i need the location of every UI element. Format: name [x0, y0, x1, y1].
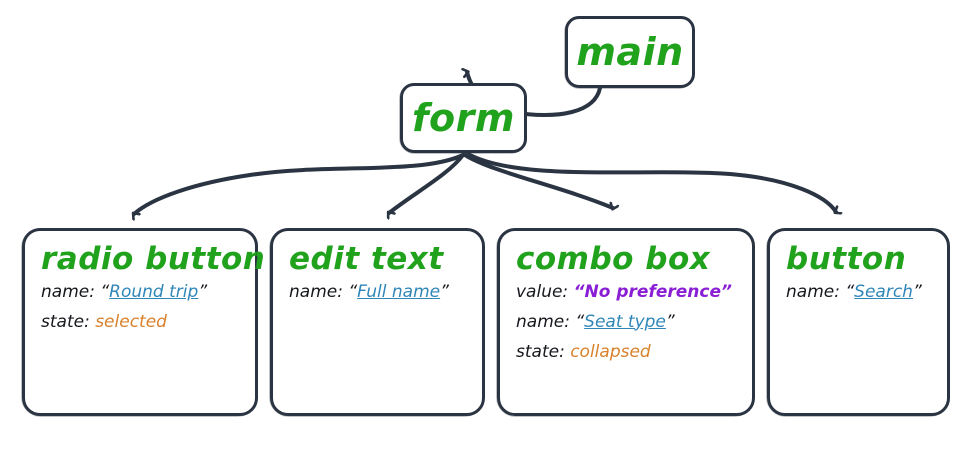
edge-form-to-button	[466, 152, 836, 212]
property-name: name: “Search”	[786, 281, 933, 302]
property-value: Round trip	[109, 281, 199, 302]
quote-close: ”	[440, 281, 449, 302]
quote-close: ”	[912, 281, 922, 302]
node-button[interactable]: button name: “Search”	[766, 228, 950, 417]
quote-open: “	[845, 281, 855, 302]
property-key: name:	[289, 281, 343, 302]
property-value-text: Seat type	[584, 311, 666, 332]
quote-close: ”	[721, 281, 732, 302]
property-state: state: collapsed	[516, 341, 738, 362]
property-key: name:	[516, 311, 570, 332]
property-value: selected	[95, 311, 167, 332]
node-combo-box[interactable]: combo box value: “No preference” name: “…	[496, 228, 755, 417]
node-radio-button[interactable]: radio button name: “Round trip” state: s…	[21, 228, 266, 417]
node-radio-button-label: radio button	[41, 241, 266, 277]
property-value: Search	[854, 281, 913, 302]
quote-open: “	[100, 281, 110, 302]
node-edit-text[interactable]: edit text name: “Full name”	[269, 228, 485, 417]
property-key: state:	[516, 341, 565, 362]
node-edit-text-label: edit text	[289, 241, 444, 277]
property-state: state: selected	[41, 311, 241, 332]
property-name: name: “Seat type”	[516, 311, 738, 332]
property-value-text: No preference	[584, 281, 721, 302]
property-key: name:	[786, 281, 840, 302]
quote-open: “	[348, 281, 358, 302]
node-form-label: form	[412, 96, 515, 140]
edge-form-to-combo-box	[463, 153, 613, 208]
property-key: name:	[41, 281, 95, 302]
property-name: name: “Round trip”	[41, 281, 241, 302]
property-value-text: collapsed	[570, 341, 651, 362]
quote-open: “	[575, 311, 585, 332]
quote-close: ”	[198, 281, 208, 302]
quote-open: “	[573, 281, 585, 302]
property-name: name: “Full name”	[289, 281, 468, 302]
edge-form-to-radio-button	[134, 153, 465, 214]
property-value: value: “No preference”	[516, 281, 738, 302]
property-key: state:	[41, 311, 90, 332]
property-value: Full name	[357, 281, 441, 302]
node-form[interactable]: form	[399, 83, 527, 154]
node-button-label: button	[786, 241, 907, 277]
property-key: value:	[516, 281, 569, 302]
node-main-label: main	[576, 30, 684, 74]
quote-close: ”	[665, 311, 675, 332]
edge-form-to-edit-text	[389, 153, 465, 213]
node-main[interactable]: main	[564, 16, 695, 89]
node-combo-box-label: combo box	[516, 241, 711, 277]
